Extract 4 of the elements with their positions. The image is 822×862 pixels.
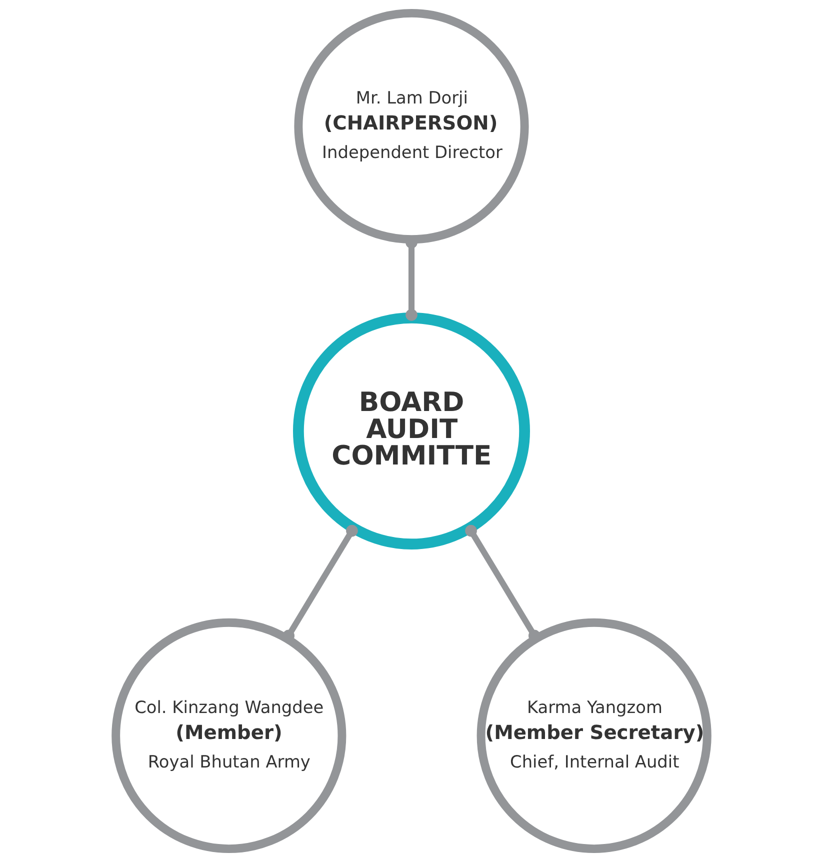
node-circle: Karma Yangzom (Member Secretary) Chief, Internal Audit: [476, 618, 711, 854]
node-circle: Col. Kinzang Wangdee (Member) Royal Bhutan Army: [111, 618, 346, 854]
node-circle: Mr. Lam Dorji (CHAIRPERSON) Independent Director: [294, 8, 528, 244]
node-circle: BOARD AUDIT COMMITTE: [292, 312, 530, 550]
